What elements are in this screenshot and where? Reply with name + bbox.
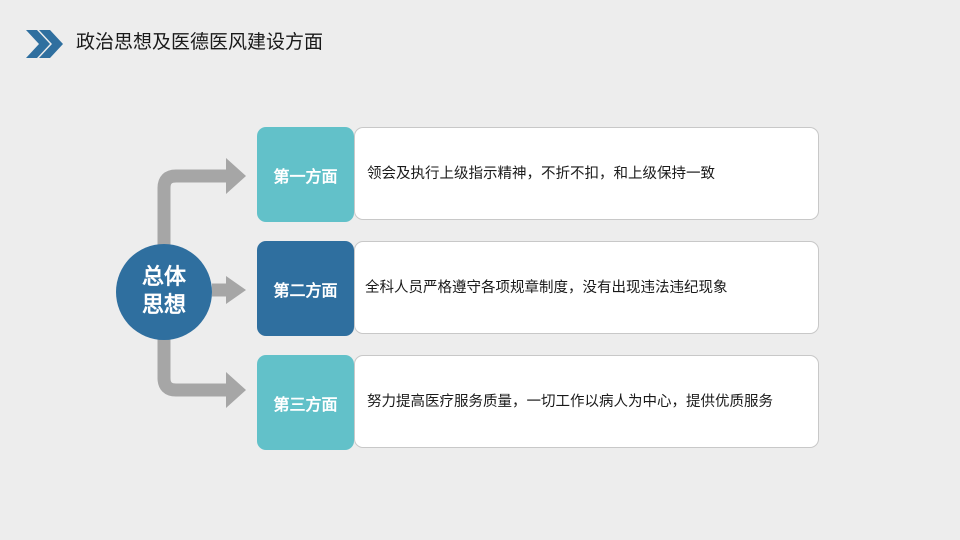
double-chevron-right-icon — [24, 30, 64, 58]
arrowhead-bottom — [226, 372, 246, 408]
connector-bottom — [157, 338, 228, 397]
aspect-description-1: 领会及执行上级指示精神，不折不扣，和上级保持一致 — [354, 127, 819, 220]
aspect-text-1: 领会及执行上级指示精神，不折不扣，和上级保持一致 — [367, 165, 715, 182]
aspect-description-2: 全科人员严格遵守各项规章制度，没有出现违法违纪现象 — [354, 241, 819, 334]
connector-top — [157, 169, 228, 246]
hub-label-line2: 思想 — [141, 293, 186, 318]
aspect-tag-1: 第一方面 — [257, 127, 354, 222]
arrowhead-middle — [226, 276, 246, 304]
aspect-description-3: 努力提高医疗服务质量，一切工作以病人为中心，提供优质服务 — [354, 355, 819, 448]
aspect-text-2: 全科人员严格遵守各项规章制度，没有出现违法违纪现象 — [365, 279, 728, 296]
aspect-text-3: 努力提高医疗服务质量，一切工作以病人为中心，提供优质服务 — [367, 393, 773, 410]
aspect-tag-3: 第三方面 — [257, 355, 354, 450]
aspect-tag-2: 第二方面 — [257, 241, 354, 336]
arrowhead-top — [226, 158, 246, 194]
hub-circle: 总体 思想 — [116, 244, 212, 340]
page-title: 政治思想及医德医风建设方面 — [76, 31, 324, 53]
hub-label-line1: 总体 — [141, 265, 186, 290]
